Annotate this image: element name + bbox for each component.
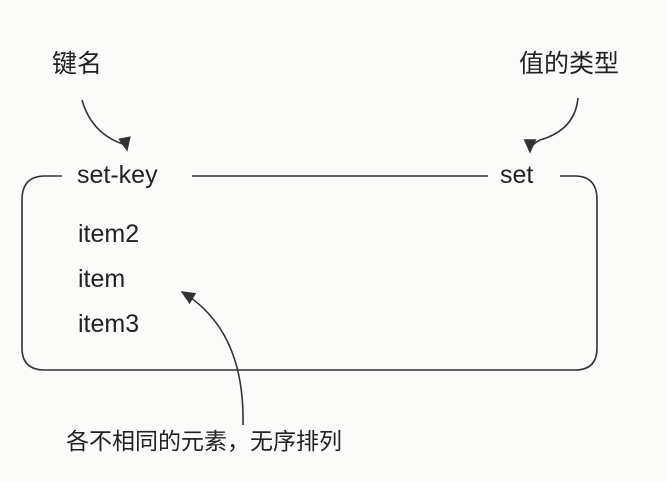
elements-arrow [180, 291, 244, 426]
set-item: item3 [78, 310, 140, 338]
set-item: item2 [78, 220, 140, 248]
value-type-label: 值的类型 [519, 49, 620, 78]
key-name-label: 键名 [52, 49, 103, 78]
elements-note-label: 各不相同的元素，无序排列 [66, 429, 342, 455]
set-container-box [21, 175, 598, 371]
set-key-name: set-key [77, 161, 158, 189]
value-type-arrow [523, 97, 579, 154]
set-item: item [78, 265, 126, 293]
key-name-arrow [81, 99, 131, 152]
set-type: set [500, 161, 534, 189]
